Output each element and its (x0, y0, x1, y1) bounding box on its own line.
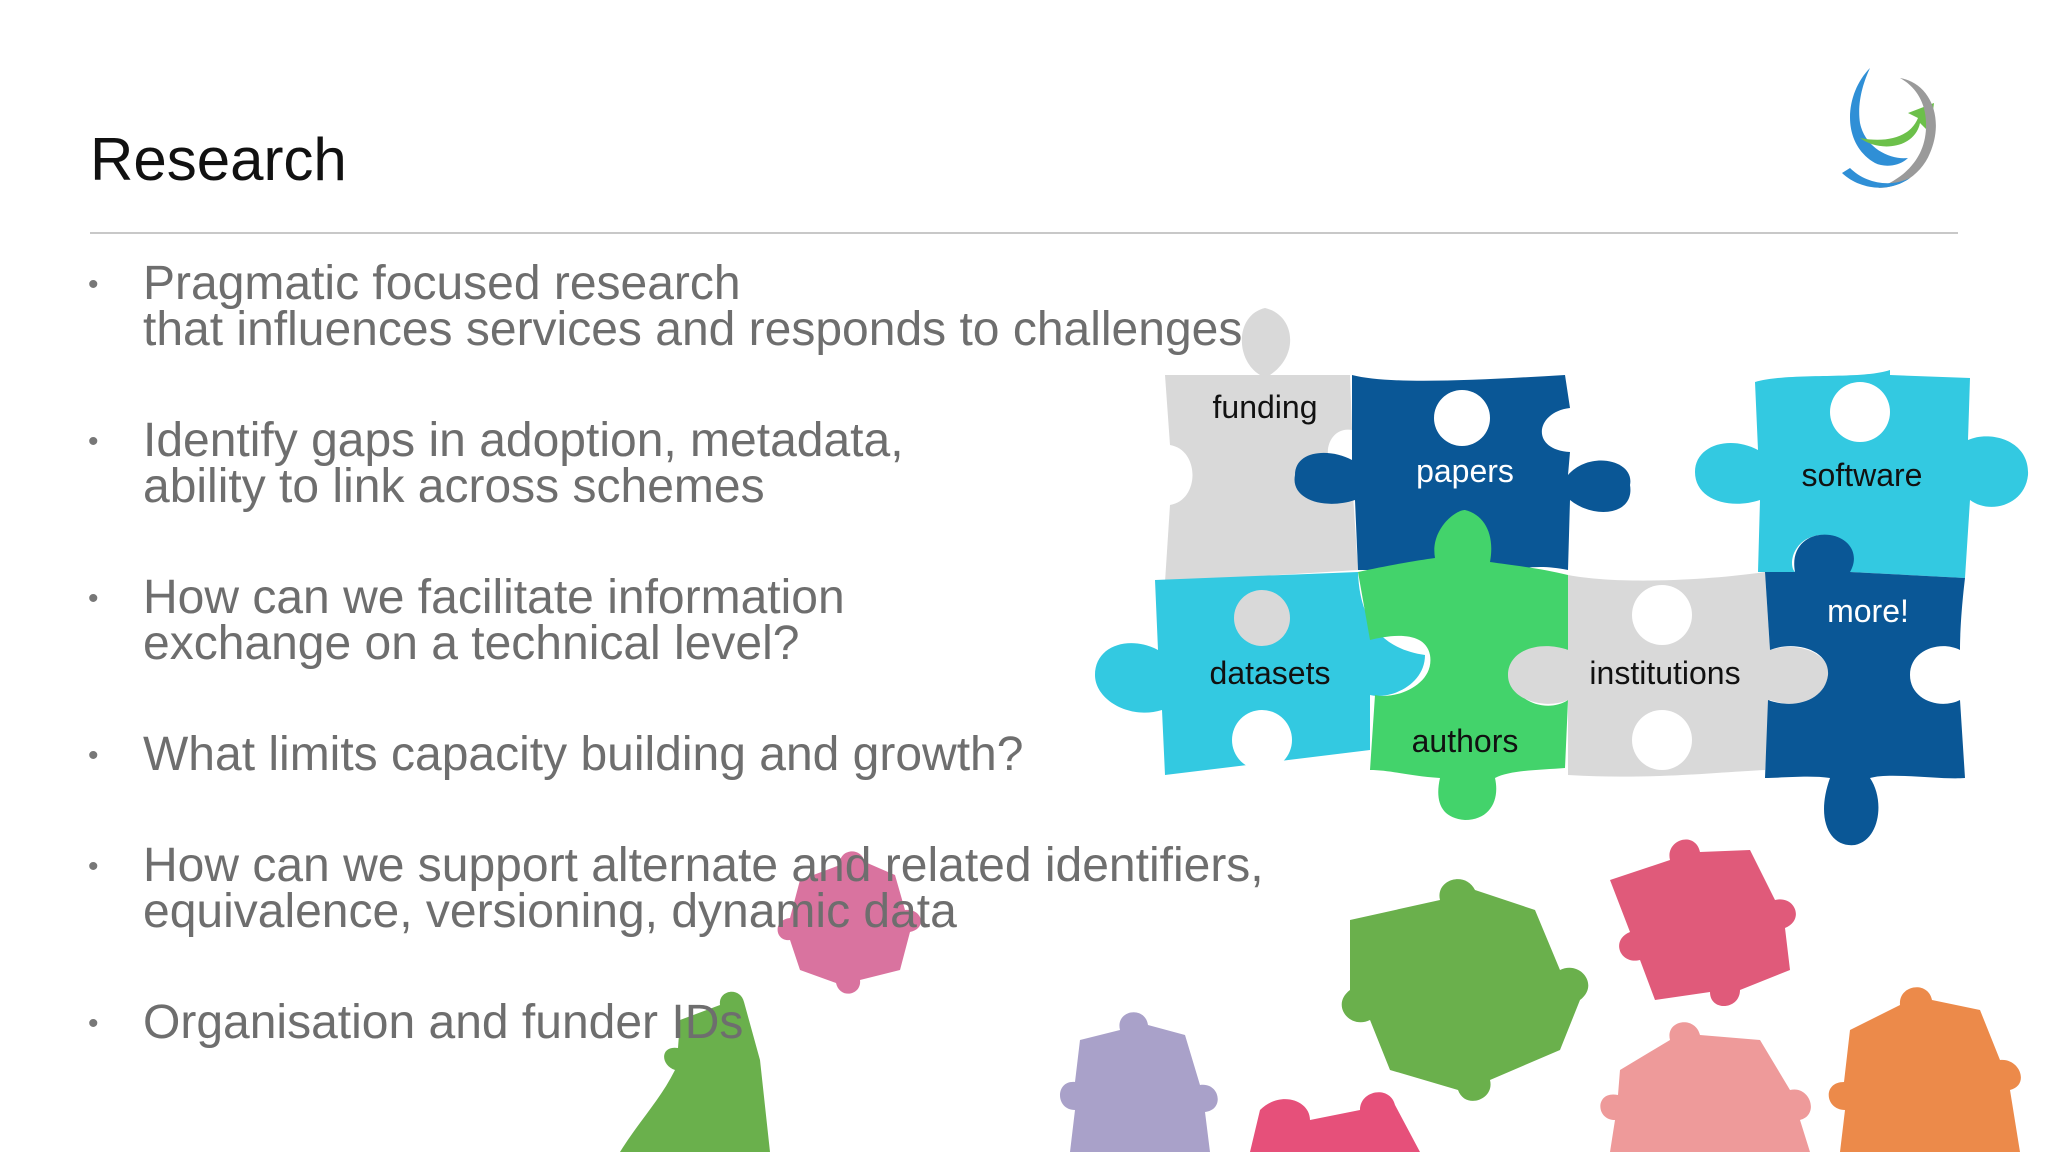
bullet-2-line-1: Identify gaps in adoption, metadata, (143, 414, 904, 467)
bullet-marker: • (88, 1007, 99, 1040)
puzzle-graphic: funding papers software datasets authors (1095, 308, 2029, 846)
pink-puzzle-piece-icon (1610, 839, 1796, 1007)
title-divider (90, 232, 1958, 234)
small-green-puzzle-piece-icon (620, 991, 770, 1152)
puzzle-piece-authors: authors (1358, 510, 1568, 820)
bullet-marker: • (88, 268, 99, 301)
magenta-puzzle-piece-icon (777, 851, 921, 994)
light-pink-puzzle-piece-icon (1600, 1022, 1811, 1152)
circular-arrows-logo-icon (1842, 68, 1936, 188)
bullet-1-line-1: Pragmatic focused research (143, 257, 741, 310)
puzzle-label-software: software (1802, 457, 1923, 493)
bullet-marker: • (88, 582, 99, 615)
puzzle-label-funding: funding (1213, 389, 1318, 425)
slide-title: Research (90, 126, 347, 193)
red-puzzle-piece-icon (1250, 1092, 1420, 1152)
bullet-3-line-2: exchange on a technical level? (143, 617, 800, 670)
green-puzzle-piece-icon (1341, 879, 1589, 1101)
puzzle-piece-datasets: datasets (1095, 572, 1425, 775)
bullet-marker: • (88, 739, 99, 772)
bullet-4-line-1: What limits capacity building and growth… (143, 728, 1024, 781)
puzzle-label-more: more! (1827, 593, 1909, 629)
puzzle-label-papers: papers (1416, 453, 1514, 489)
puzzle-piece-software: software (1695, 370, 2029, 578)
puzzle-label-institutions: institutions (1589, 655, 1740, 691)
bullet-marker: • (88, 850, 99, 883)
bullet-2-line-2: ability to link across schemes (143, 460, 765, 513)
bullet-marker: • (88, 425, 99, 458)
puzzle-piece-more: more! (1765, 534, 1965, 846)
puzzle-label-datasets: datasets (1210, 655, 1331, 691)
puzzle-piece-funding: funding (1165, 308, 1358, 582)
bullet-3-line-1: How can we facilitate information (143, 571, 845, 624)
orange-puzzle-piece-icon (1828, 987, 2021, 1152)
bullet-1-line-2: that influences services and responds to… (143, 303, 1243, 356)
puzzle-label-authors: authors (1412, 723, 1519, 759)
puzzle-piece-institutions: institutions (1508, 572, 1830, 777)
puzzle-piece-papers: papers (1294, 375, 1631, 608)
scattered-puzzle-pieces (620, 839, 2021, 1152)
lavender-puzzle-piece-icon (1060, 1012, 1218, 1152)
